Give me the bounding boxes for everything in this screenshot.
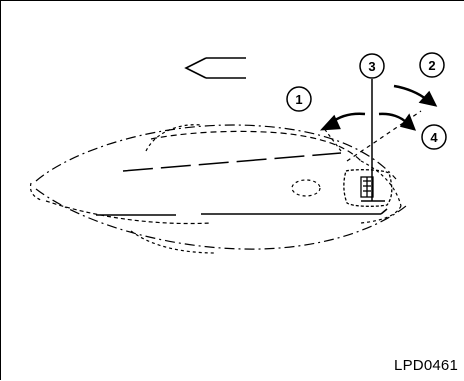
svg-text:2: 2 <box>428 58 435 73</box>
handle-grip <box>96 152 388 216</box>
door-handle-icon <box>343 169 393 207</box>
svg-text:4: 4 <box>430 130 438 145</box>
rotate-arrow-right-icon <box>378 112 417 131</box>
svg-text:3: 3 <box>368 59 375 74</box>
callout-1: 1 <box>286 86 312 112</box>
direction-arrow-icon <box>184 57 246 79</box>
callout-3: 3 <box>359 53 385 79</box>
figure-code: LPD0461 <box>394 357 458 374</box>
svg-text:1: 1 <box>295 92 302 107</box>
rotate-arrow-up-icon <box>393 84 438 107</box>
callout-4: 4 <box>421 124 447 150</box>
door-handle-outline <box>29 124 407 254</box>
keyhole <box>291 179 321 197</box>
rotate-arrow-left-icon <box>319 112 366 131</box>
callout-2: 2 <box>419 52 445 78</box>
